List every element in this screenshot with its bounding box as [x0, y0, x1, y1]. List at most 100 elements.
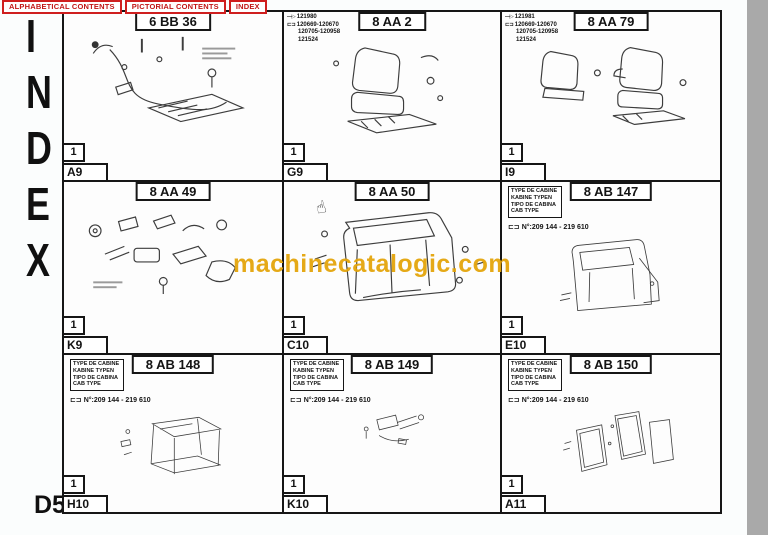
tab-pictorial-contents[interactable]: PICTORIAL CONTENTS [124, 0, 226, 14]
index-letter: I [26, 10, 36, 62]
quantity-badge: 1 [502, 143, 523, 162]
cab-type-line: KABINE TYPEN [73, 367, 114, 374]
panel-k10[interactable]: 8 AB 149 TYPE DE CABINE KABINE TYPEN TIP… [284, 355, 502, 512]
quantity-badge: 1 [502, 475, 523, 494]
cab-type-line: TYPE DE CABINE [511, 361, 558, 367]
cab-type-line: KABINE TYPEN [293, 367, 334, 374]
parts-diagram [504, 405, 718, 478]
serial-bracket-icon: ⊏ ⊐ [508, 397, 520, 404]
parts-diagram [504, 234, 718, 319]
cab-type-line: KABINE TYPEN [511, 367, 552, 374]
serial-number: 121981 [514, 14, 535, 20]
tab-index[interactable]: INDEX [228, 0, 267, 14]
part-code: 6 BB 36 [135, 12, 211, 31]
cab-type-line: TYPE DE CABINE [293, 361, 340, 367]
panel-k9[interactable]: 8 AA 49 1 K9 [64, 182, 284, 355]
serial-range-row: ⊏ ⊐ N°:209 144 - 219 610 [290, 396, 371, 405]
serial-number: 121980 [296, 14, 317, 20]
serial-bracket-icon: ⊏ ⊐ [287, 21, 296, 28]
cab-type-line: CAB TYPE [511, 208, 539, 215]
quantity-badge: 1 [284, 316, 305, 335]
cab-type-box: TYPE DE CABINE KABINE TYPEN TIPO DE CABI… [290, 359, 345, 392]
grid-ref-tab: K9 [64, 336, 108, 353]
part-code: 8 AA 49 [135, 182, 211, 201]
serial-bracket-icon: ⊏ ⊐ [505, 21, 514, 28]
grid-ref-tab: E10 [502, 336, 546, 353]
serial-bracket-icon: ⊏ ⊐ [290, 397, 302, 404]
grid-ref-tab: A9 [64, 163, 108, 180]
tab-alphabetical-contents[interactable]: ALPHABETICAL CONTENTS [2, 0, 122, 14]
serial-number: 120669-120670 [296, 21, 339, 28]
serial-range: N°:209 144 - 219 610 [521, 223, 589, 231]
cab-type-line: CAB TYPE [73, 381, 101, 388]
serial-bracket-icon: ⊏ ⊐ [70, 397, 82, 404]
parts-diagram [286, 407, 498, 478]
vertical-index-title: I N D E X [26, 8, 52, 288]
panel-g9[interactable]: 8 AA 2 —▷121980 ⊏ ⊐120669-120670 120705-… [284, 12, 502, 182]
part-code: 8 AA 50 [354, 182, 430, 201]
cab-type-line: CAB TYPE [511, 381, 539, 388]
serial-number: 120669-120670 [514, 21, 557, 28]
parts-diagram [66, 407, 280, 478]
panel-c10[interactable]: 8 AA 50 1 C10 [284, 182, 502, 355]
serial-key-icon: —▷ [505, 14, 514, 20]
cab-type-box: TYPE DE CABINE KABINE TYPEN TIPO DE CABI… [508, 186, 563, 219]
quantity-badge: 1 [284, 475, 305, 494]
grid-ref-tab: A11 [502, 495, 546, 512]
cab-type-box: TYPE DE CABINE KABINE TYPEN TIPO DE CABI… [70, 359, 125, 392]
quantity-badge: 1 [64, 316, 85, 335]
cab-type-line: TIPO DE CABINA [293, 374, 338, 381]
grid-ref-tab: C10 [284, 336, 328, 353]
cab-type-line: TIPO DE CABINA [511, 201, 556, 208]
serial-number: 120705-120958 [298, 29, 341, 35]
part-code: 8 AB 149 [350, 355, 434, 374]
page-label: D5 [34, 491, 66, 519]
panel-i9[interactable]: 8 AA 79 —▷121981 ⊏ ⊐120669-120670 120705… [502, 12, 720, 182]
serial-number: 121524 [516, 36, 537, 43]
part-code: 8 AA 2 [358, 12, 426, 31]
quantity-badge: 1 [64, 143, 85, 162]
part-code: 8 AB 150 [569, 355, 653, 374]
panel-a11[interactable]: 8 AB 150 TYPE DE CABINE KABINE TYPEN TIP… [502, 355, 720, 512]
serial-number-block: —▷121980 ⊏ ⊐120669-120670 120705-120958 … [287, 14, 340, 44]
cab-type-line: KABINE TYPEN [511, 194, 552, 201]
part-code: 8 AB 147 [569, 182, 653, 201]
cab-type-box: TYPE DE CABINE KABINE TYPEN TIPO DE CABI… [508, 359, 563, 392]
serial-number-block: —▷121981 ⊏ ⊐120669-120670 120705-120958 … [505, 14, 558, 44]
serial-range-row: ⊏ ⊐ N°:209 144 - 219 610 [508, 396, 589, 405]
quantity-badge: 1 [64, 475, 85, 494]
parts-diagram [504, 29, 718, 146]
serial-number: 120705-120958 [516, 29, 559, 35]
serial-number: 121524 [298, 36, 319, 43]
index-panel-grid: 6 BB 36 1 A9 8 AA 2 —▷121980 ⊏ ⊐120669-1… [62, 10, 722, 514]
quantity-badge: 1 [284, 143, 305, 162]
index-letter: N [26, 66, 52, 118]
serial-range: N°:209 144 - 219 610 [521, 396, 589, 404]
cab-type-line: TIPO DE CABINA [511, 374, 556, 381]
cab-type-line: TYPE DE CABINE [511, 188, 558, 194]
grid-ref-tab: I9 [502, 163, 546, 180]
panel-h10[interactable]: 8 AB 148 TYPE DE CABINE KABINE TYPEN TIP… [64, 355, 284, 512]
serial-bracket-icon: ⊏ ⊐ [508, 224, 520, 231]
quantity-badge: 1 [502, 316, 523, 335]
grid-ref-tab: G9 [284, 163, 328, 180]
serial-range-row: ⊏ ⊐ N°:209 144 - 219 610 [508, 223, 589, 232]
parts-diagram [286, 29, 498, 146]
serial-range: N°:209 144 - 219 610 [303, 396, 371, 404]
contents-tab-bar: ALPHABETICAL CONTENTS PICTORIAL CONTENTS… [2, 0, 267, 14]
panel-a9[interactable]: 6 BB 36 1 A9 [64, 12, 284, 182]
index-letter: E [26, 178, 50, 230]
part-code: 8 AB 148 [131, 355, 215, 374]
parts-diagram [66, 29, 280, 146]
cab-type-line: TIPO DE CABINA [73, 374, 118, 381]
panel-e10[interactable]: 8 AB 147 TYPE DE CABINE KABINE TYPEN TIP… [502, 182, 720, 355]
cab-type-line: TYPE DE CABINE [73, 361, 120, 367]
serial-range-row: ⊏ ⊐ N°:209 144 - 219 610 [70, 396, 151, 405]
index-letter: X [26, 234, 50, 286]
watermark: machinecatalogic.com [233, 250, 512, 278]
cab-type-line: CAB TYPE [293, 381, 321, 388]
serial-range: N°:209 144 - 219 610 [83, 396, 151, 404]
scrollbar[interactable] [747, 0, 768, 535]
part-code: 8 AA 79 [573, 12, 649, 31]
